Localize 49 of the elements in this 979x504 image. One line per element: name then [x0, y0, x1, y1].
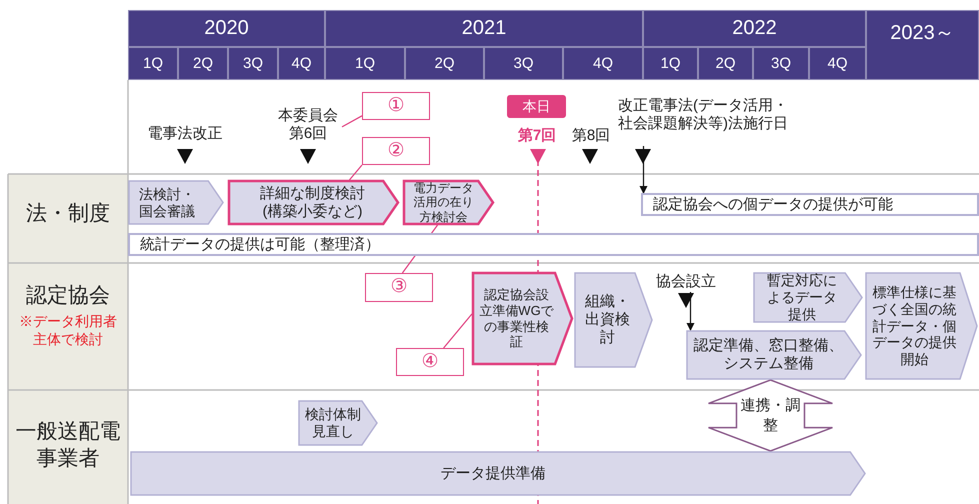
chevron-box: 暫定対応によるデータ提供	[753, 272, 863, 323]
quarter-header-cell: 3Q	[484, 47, 563, 80]
quarter-header-cell: 1Q	[128, 47, 178, 80]
chevron-box: 認定協会設立準備WGでの事業性検証	[472, 272, 573, 365]
arrow	[686, 292, 694, 331]
milestone-label: 第7回	[516, 126, 558, 146]
milestone-label: 改正電事法(データ活用・社会課題解決等)法施行日	[618, 84, 844, 146]
leader-line	[443, 313, 472, 348]
callout-box: ④	[396, 348, 464, 376]
chevron-box: 電力データ活用の在り方検討会	[403, 180, 494, 225]
milestone-label: 電事法改正	[146, 124, 224, 144]
quarter-header-cell: 2Q	[178, 47, 228, 80]
quarter-header-cell: 4Q	[809, 47, 866, 80]
row-heading: 法・制度	[25, 201, 111, 227]
row-heading: 一般送配電事業者	[14, 419, 122, 472]
chevron-box: 組織・出資検討	[574, 272, 653, 368]
double-arrow	[708, 379, 834, 452]
chevron-box: 検討体制見直し	[298, 400, 378, 446]
callout-box: ①	[362, 92, 430, 120]
quarter-header-cell: 1Q	[643, 47, 698, 80]
callout-box: ②	[362, 137, 430, 165]
year-header-cell: 2022	[643, 10, 866, 47]
quarter-header-cell: 2Q	[405, 47, 484, 80]
chevron-box: 認定準備、窓口整備、システム整備	[686, 330, 862, 380]
quarter-header-cell: 1Q	[325, 47, 405, 80]
leader-line	[348, 164, 362, 180]
milestone-label: 第8回	[570, 126, 612, 146]
callout-box: ③	[365, 273, 433, 302]
edge-label: 連携・調整	[740, 396, 800, 436]
today-badge: 本日	[507, 95, 566, 118]
quarter-header-cell: 4Q	[278, 47, 325, 80]
quarter-header-cell: 3Q	[228, 47, 278, 80]
status-bar: 統計データの提供は可能（整理済）	[128, 233, 979, 256]
year-header-cell: 2023～	[866, 10, 979, 80]
year-header-cell: 2021	[325, 10, 643, 47]
chevron-box: データ提供準備	[130, 451, 866, 496]
quarter-header-cell: 3Q	[753, 47, 809, 80]
chevron-box: 法検討・国会審議	[128, 180, 224, 225]
row-heading: 認定協会	[25, 283, 111, 309]
milestone-label: 本委員会第6回	[274, 106, 342, 144]
arrow	[640, 146, 648, 194]
leader-line	[342, 115, 362, 128]
year-header-cell: 2020	[128, 10, 325, 47]
chevron-box: 詳細な制度検討(構築小委など)	[228, 180, 399, 225]
status-bar: 認定協会への個データの提供が可能	[641, 193, 979, 216]
note-text: ※データ利用者主体で検討	[18, 312, 118, 350]
quarter-header-cell: 4Q	[563, 47, 643, 80]
chevron-box: 標準仕様に基づく全国の統計データ・個データの提供開始	[865, 272, 978, 380]
quarter-header-cell: 2Q	[698, 47, 753, 80]
